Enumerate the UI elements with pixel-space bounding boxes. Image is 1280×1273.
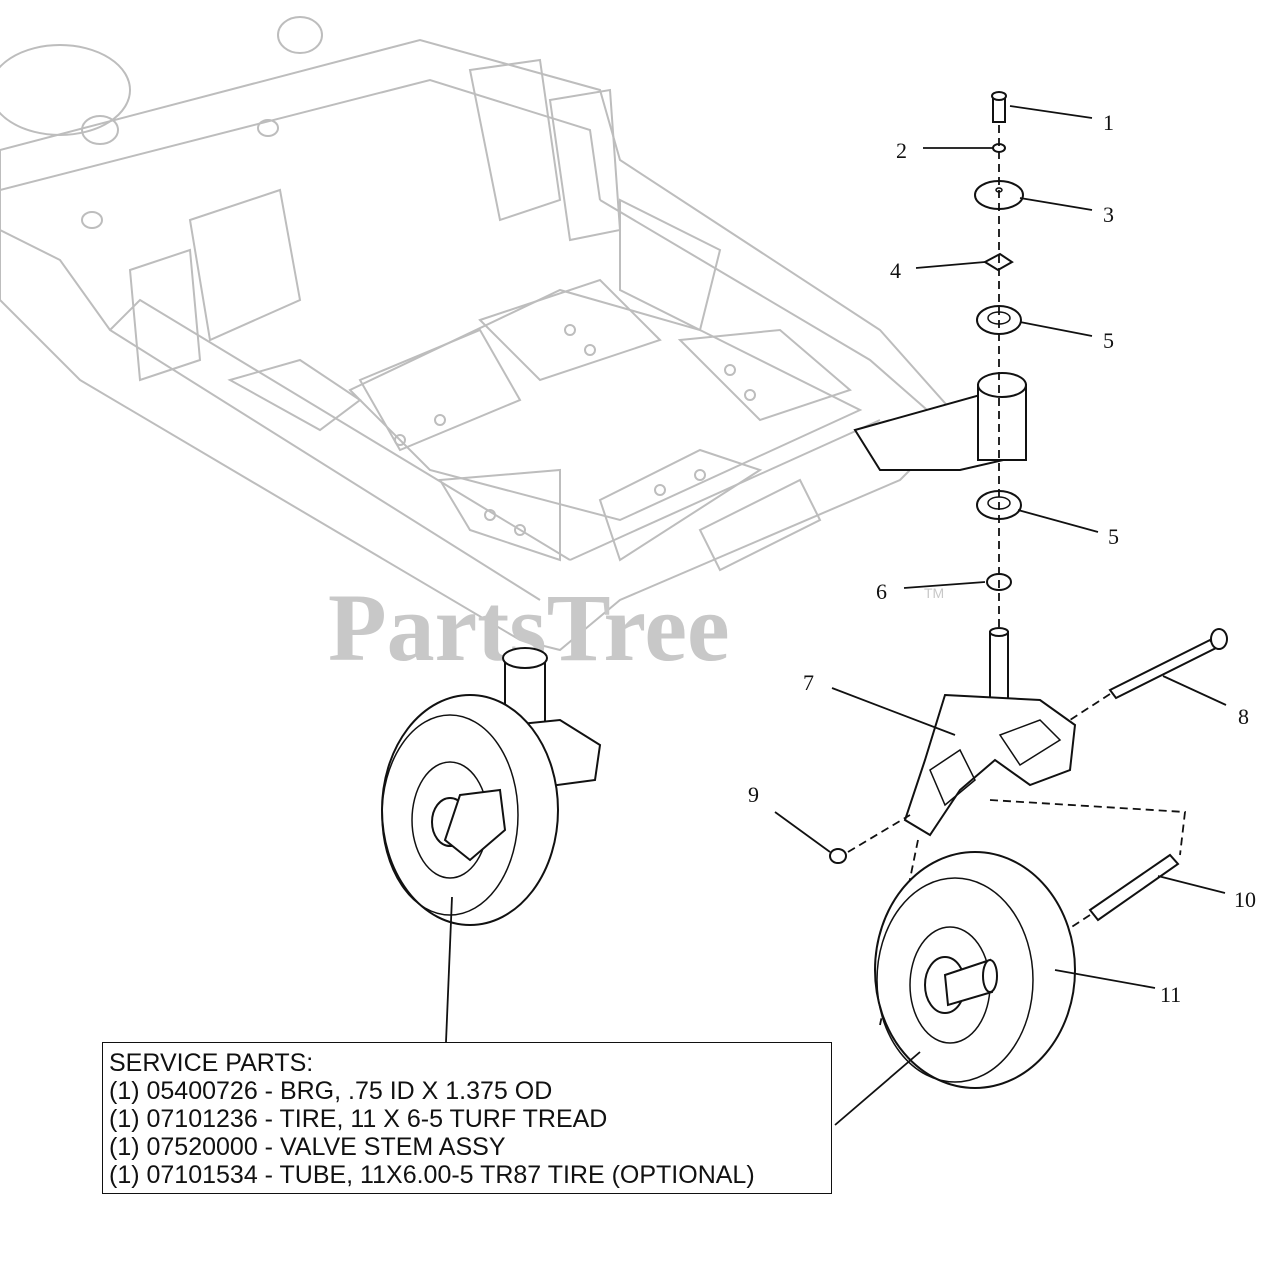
callout-4: 4 [890, 258, 901, 283]
callout-5a: 5 [1103, 328, 1114, 353]
callout-10: 10 [1234, 887, 1256, 912]
exploded-wheel [874, 851, 1076, 1089]
service-part-line: (1) 07520000 - VALVE STEM ASSY [109, 1133, 506, 1161]
callout-1: 1 [1103, 110, 1114, 135]
leader-lines [445, 105, 1227, 1126]
callout-9: 9 [748, 782, 759, 807]
callout-numbers: 1 2 3 4 5 5 6 7 8 9 10 11 [748, 110, 1256, 1007]
service-part-line: (1) 07101534 - TUBE, 11X6.00-5 TR87 TIRE… [109, 1161, 755, 1189]
service-part-line: (1) 07101236 - TIRE, 11 X 6-5 TURF TREAD [109, 1105, 608, 1133]
hardware [829, 628, 1228, 1026]
callout-11: 11 [1160, 982, 1181, 1007]
exploded-parts [853, 91, 1027, 630]
mower-frame [0, 16, 962, 652]
callout-3: 3 [1103, 202, 1114, 227]
service-parts-heading: SERVICE PARTS: [109, 1049, 314, 1077]
callout-6: 6 [876, 579, 887, 604]
callout-8: 8 [1238, 704, 1249, 729]
service-part-line: (1) 05400726 - BRG, .75 ID X 1.375 OD [109, 1077, 553, 1105]
watermark-trademark: TM [924, 585, 944, 601]
callout-5b: 5 [1108, 524, 1119, 549]
service-parts-box: SERVICE PARTS: (1) 05400726 - BRG, .75 I… [102, 1042, 832, 1194]
callout-2: 2 [896, 138, 907, 163]
installed-caster-assembly [381, 647, 602, 926]
caster-fork [903, 627, 1077, 837]
callout-7: 7 [803, 670, 814, 695]
